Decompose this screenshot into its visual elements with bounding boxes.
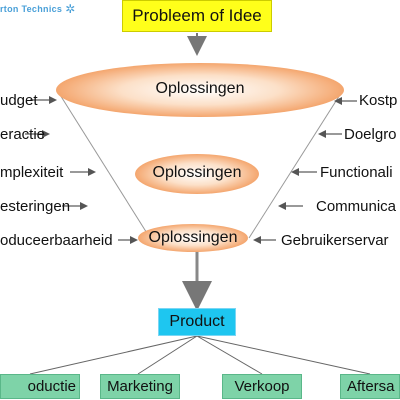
logo-text: rton Technics xyxy=(0,4,63,14)
funnel-left-edge xyxy=(56,89,151,239)
left-item-5: oduceerbaarheid xyxy=(0,232,113,249)
snowflake-icon: ✲ xyxy=(65,2,76,16)
left-item-2: eractie xyxy=(0,126,46,143)
product-box: Product xyxy=(158,308,236,336)
right-item-2: Doelgro xyxy=(344,126,397,143)
ellipse-level-2 xyxy=(135,154,259,194)
problem-idea-box: Probleem of Idee xyxy=(122,0,272,32)
level-3-label: Oplossingen xyxy=(148,229,238,246)
output-aftersales: Aftersa xyxy=(340,374,400,399)
left-item-3: mplexiteit xyxy=(0,164,64,181)
line-to-output-1 xyxy=(29,335,198,375)
right-item-4: Communica xyxy=(316,198,397,215)
line-to-output-4 xyxy=(196,335,371,375)
left-item-4: esteringen xyxy=(0,198,71,215)
company-logo: rton Technics ✲ xyxy=(0,0,75,18)
level-2-label: Oplossingen xyxy=(152,164,242,181)
output-sales: Verkoop xyxy=(222,374,302,399)
line-to-output-2 xyxy=(137,335,198,375)
level-1-label: Oplossingen xyxy=(155,80,245,97)
ellipse-level-3 xyxy=(138,224,248,252)
right-item-5: Gebruikerservar xyxy=(281,232,389,249)
left-item-1: udget xyxy=(0,92,38,109)
funnel-right-edge xyxy=(248,89,344,239)
right-item-1: Kostp xyxy=(359,92,398,109)
line-to-output-3 xyxy=(196,335,263,375)
ellipse-level-1 xyxy=(56,63,344,117)
right-item-3: Functionali xyxy=(320,164,393,181)
output-production: oductie xyxy=(0,374,80,399)
output-marketing: Marketing xyxy=(100,374,180,399)
